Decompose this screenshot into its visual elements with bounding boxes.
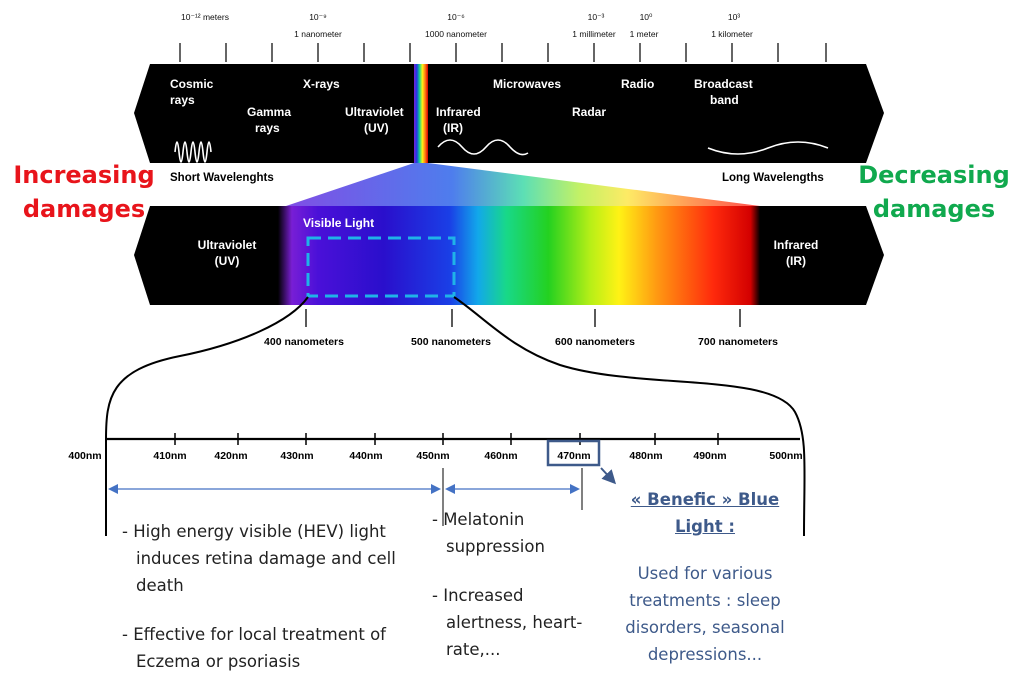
band-broadcast-2: band bbox=[710, 93, 739, 107]
band-broadcast-1: Broadcast bbox=[694, 77, 753, 91]
hev-line-5: Eczema or psoriasis bbox=[136, 652, 301, 671]
band-uv-1: Ultraviolet bbox=[345, 105, 404, 119]
zoom-curve-left bbox=[105, 296, 309, 536]
scale-exp-0: 10⁻¹² meters bbox=[181, 12, 229, 22]
benefic-desc-1: Used for various bbox=[637, 564, 773, 583]
benefic-desc-2: treatments : sleep bbox=[629, 591, 781, 610]
long-wave-icon bbox=[707, 141, 829, 155]
mel-line-3: - Increased bbox=[432, 586, 524, 605]
nm-label-600: 600 nanometers bbox=[555, 336, 635, 348]
axis-label-410: 410nm bbox=[153, 450, 186, 462]
nm-label-700: 700 nanometers bbox=[698, 336, 778, 348]
axis-label-490: 490nm bbox=[693, 450, 726, 462]
visible-light-label: Visible Light bbox=[303, 216, 374, 230]
em-scale-labels: 10⁻¹² meters 10⁻⁹ 1 nanometer 10⁻⁶ 1000 … bbox=[181, 12, 753, 39]
band-uv-2: (UV) bbox=[364, 121, 389, 135]
axis-label-500: 500nm bbox=[769, 450, 802, 462]
increasing-damages-label: Increasing damages bbox=[4, 158, 164, 226]
axis-label-400: 400nm bbox=[68, 450, 101, 462]
scale-exp-1: 10⁻⁹ bbox=[309, 12, 327, 22]
benefic-pointer-arrow bbox=[600, 467, 617, 485]
mel-line-2: suppression bbox=[446, 537, 545, 556]
short-wavelengths-label: Short Wavelenghts bbox=[170, 172, 274, 184]
zoom-axis-ticks bbox=[174, 433, 719, 445]
scale-exp-4: 10⁰ bbox=[640, 12, 653, 22]
hev-notes: - High energy visible (HEV) light induce… bbox=[122, 518, 412, 675]
zoom-curve-right bbox=[453, 296, 806, 537]
scale-name-1: 1 nanometer bbox=[294, 29, 342, 39]
scale-name-5: 1 kilometer bbox=[711, 29, 753, 39]
band-cosmic-2: rays bbox=[170, 93, 195, 107]
visible-uv-1: Ultraviolet bbox=[198, 238, 257, 252]
scale-name-2: 1000 nanometer bbox=[425, 29, 487, 39]
long-wavelengths-label: Long Wavelengths bbox=[722, 172, 824, 184]
visible-nm-labels: 400 nanometers 500 nanometers 600 nanome… bbox=[264, 336, 778, 348]
visible-nm-ticks bbox=[305, 309, 741, 327]
band-cosmic-1: Cosmic bbox=[170, 77, 214, 91]
benefic-desc-3: disorders, seasonal bbox=[625, 618, 785, 637]
em-spectrum-band bbox=[134, 64, 884, 163]
hev-line-4: - Effective for local treatment of bbox=[122, 625, 386, 644]
band-ir-2: (IR) bbox=[443, 121, 463, 135]
scale-name-4: 1 meter bbox=[630, 29, 659, 39]
decreasing-damages-label: Decreasing damages bbox=[854, 158, 1014, 226]
band-gamma-1: Gamma bbox=[247, 105, 291, 119]
band-radio: Radio bbox=[621, 77, 654, 91]
blue-light-highlight-box bbox=[306, 236, 456, 298]
band-radar: Radar bbox=[572, 105, 606, 119]
scale-exp-3: 10⁻³ bbox=[588, 12, 605, 22]
benefic-title-2: Light : bbox=[675, 517, 735, 536]
mel-line-4: alertness, heart- bbox=[446, 613, 583, 632]
visible-strip bbox=[414, 64, 428, 163]
increasing-word: Increasing bbox=[13, 161, 155, 189]
benefic-blue-light-notes: « Benefic » Blue Light : Used for variou… bbox=[605, 486, 805, 668]
short-wave-icon bbox=[174, 141, 212, 163]
mid-wave-icon bbox=[437, 139, 529, 156]
axis-label-420: 420nm bbox=[214, 450, 247, 462]
nm-label-500: 500 nanometers bbox=[411, 336, 491, 348]
axis-label-460: 460nm bbox=[484, 450, 517, 462]
visible-fan bbox=[286, 163, 760, 206]
axis-label-450: 450nm bbox=[416, 450, 449, 462]
uv-fade bbox=[278, 206, 292, 305]
benefic-title-1: « Benefic » Blue bbox=[630, 490, 780, 509]
band-ir-1: Infrared bbox=[436, 105, 481, 119]
increasing-damages-word: damages bbox=[22, 195, 146, 223]
hev-line-3: death bbox=[136, 576, 184, 595]
mel-line-1: - Melatonin bbox=[432, 510, 525, 529]
scale-exp-2: 10⁻⁶ bbox=[447, 12, 464, 22]
hev-line-2: induces retina damage and cell bbox=[136, 549, 396, 568]
scale-exp-5: 10³ bbox=[728, 12, 740, 22]
zoom-axis-labels: 400nm 410nm 420nm 430nm 440nm 450nm 460n… bbox=[68, 450, 802, 462]
axis-label-480: 480nm bbox=[629, 450, 662, 462]
hev-line-1: - High energy visible (HEV) light bbox=[122, 522, 386, 541]
axis-label-430: 430nm bbox=[280, 450, 313, 462]
em-band-labels: Cosmic rays Gamma rays X-rays Ultraviole… bbox=[170, 77, 753, 135]
band-xrays: X-rays bbox=[303, 77, 340, 91]
band-gamma-2: rays bbox=[255, 121, 280, 135]
mel-line-5: rate,... bbox=[446, 640, 501, 659]
nm-label-400: 400 nanometers bbox=[264, 336, 344, 348]
visible-spectrum-gradient bbox=[290, 206, 760, 305]
470nm-highlight-box bbox=[546, 439, 601, 467]
visible-ir-1: Infrared bbox=[774, 238, 819, 252]
visible-ir-2: (IR) bbox=[786, 254, 806, 268]
em-scale-ticks bbox=[179, 43, 827, 62]
axis-label-440: 440nm bbox=[349, 450, 382, 462]
scale-name-3: 1 millimeter bbox=[572, 29, 616, 39]
visible-uv-2: (UV) bbox=[215, 254, 240, 268]
decreasing-damages-word: damages bbox=[872, 195, 996, 223]
benefic-desc-4: depressions... bbox=[647, 645, 763, 664]
decreasing-word: Decreasing bbox=[858, 161, 1010, 189]
melatonin-notes: - Melatonin suppression - Increased aler… bbox=[432, 506, 597, 663]
band-microwaves: Microwaves bbox=[493, 77, 561, 91]
axis-label-470: 470nm bbox=[557, 450, 590, 462]
